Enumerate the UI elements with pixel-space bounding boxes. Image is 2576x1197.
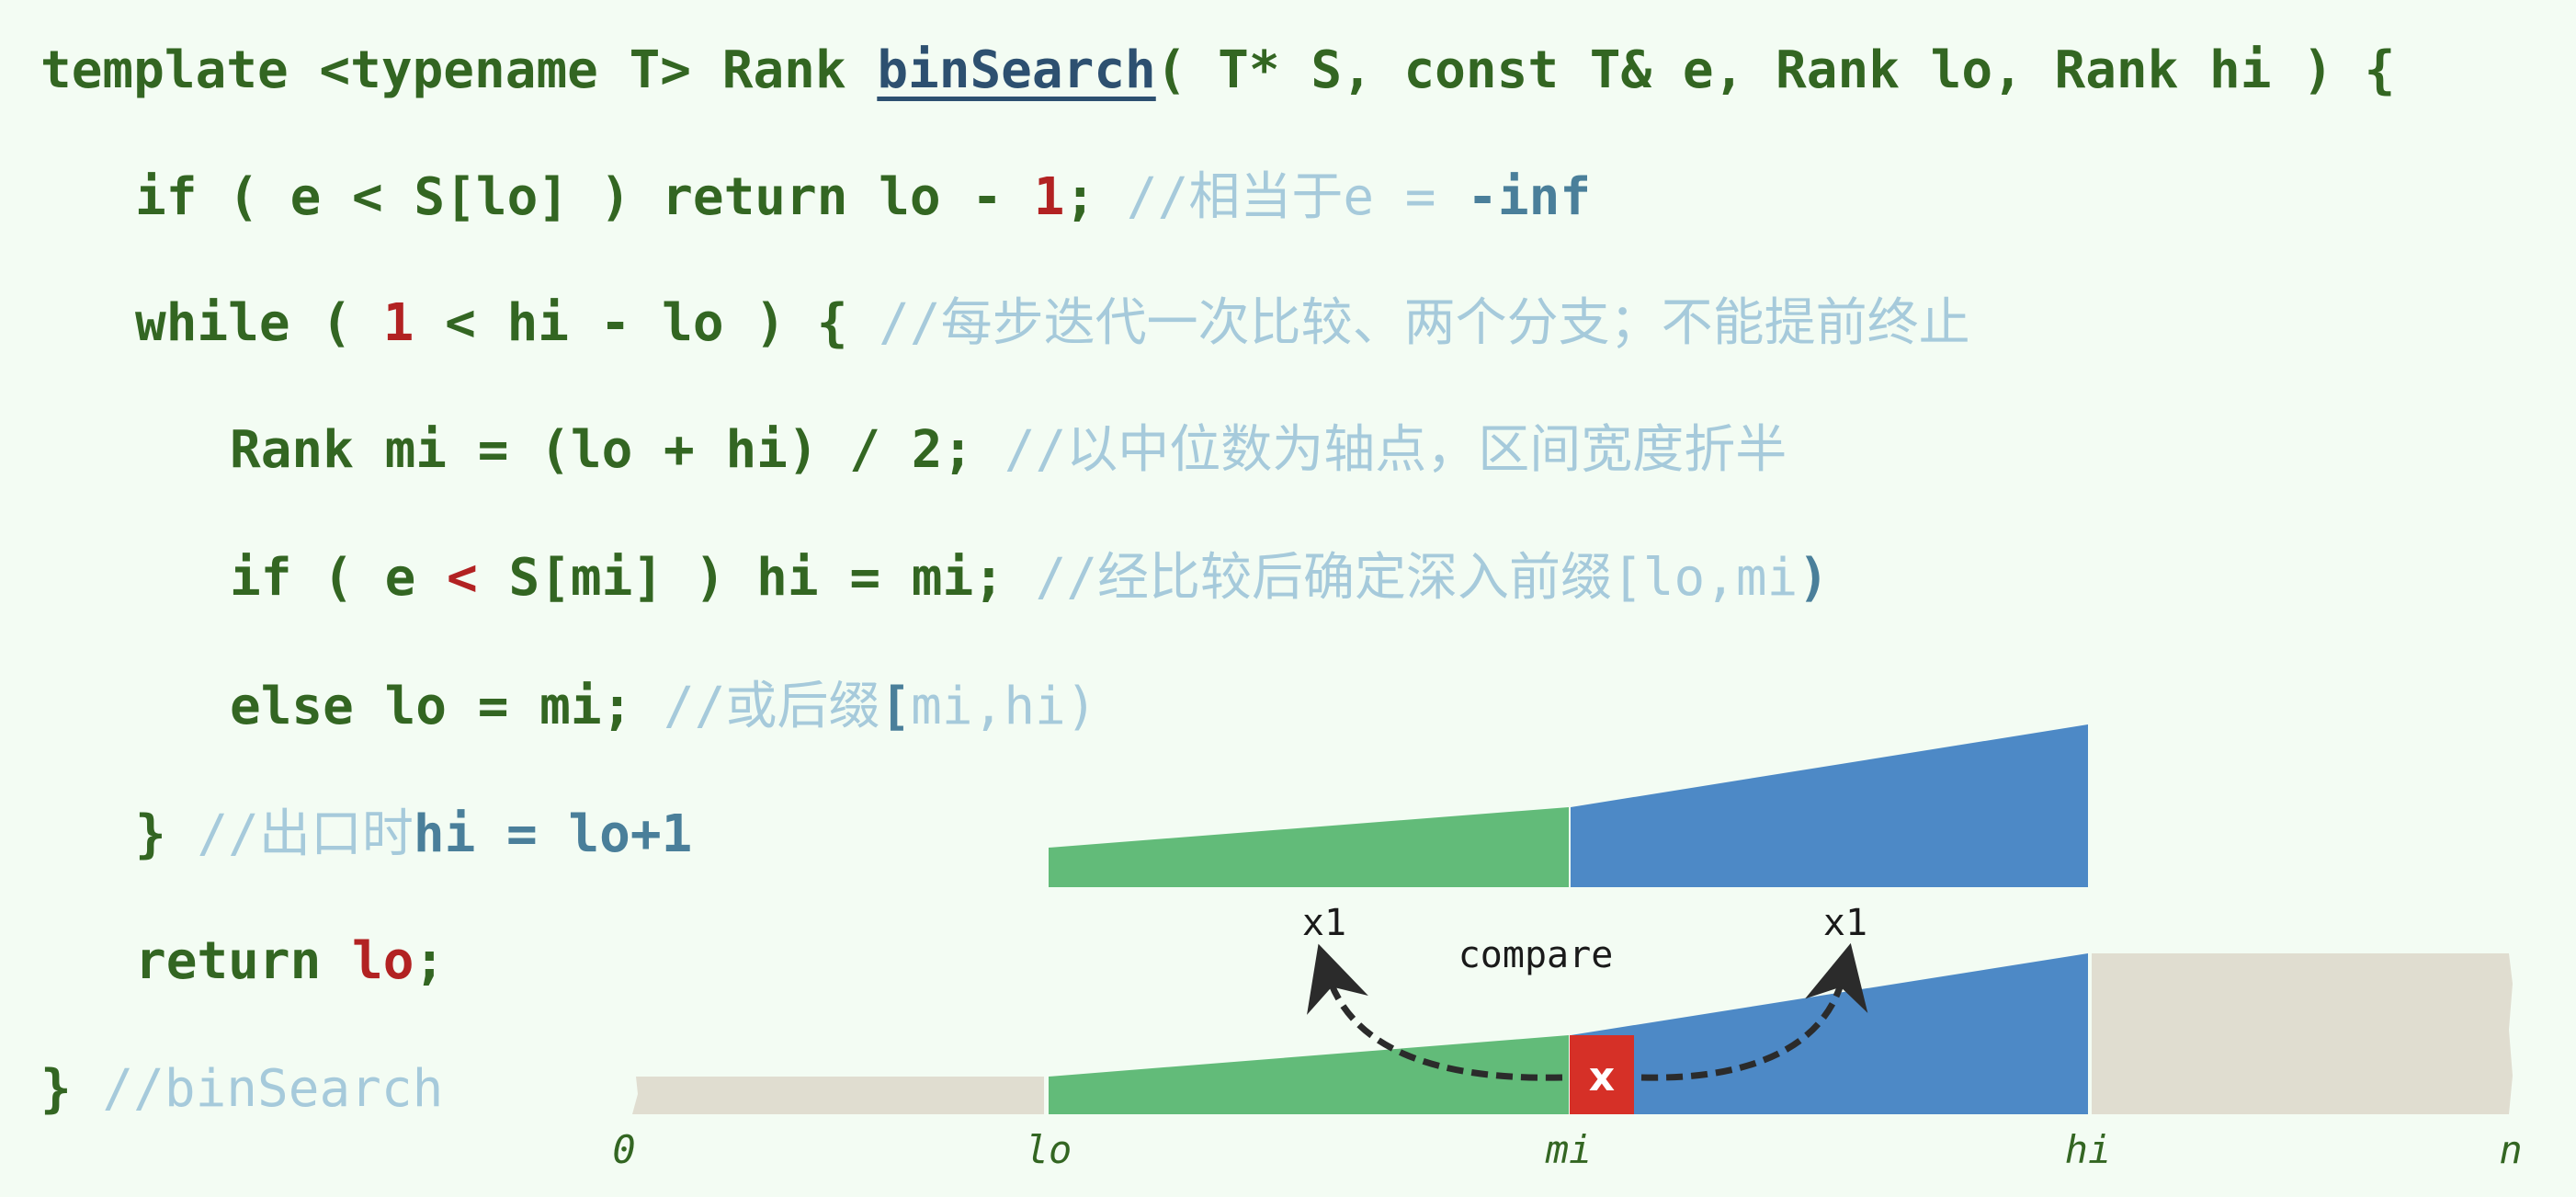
axis-label-lo: lo	[1026, 1127, 1072, 1172]
code-token-cm: //或后缀	[664, 677, 880, 736]
code-line: template <typename T> Rank binSearch( T*…	[40, 34, 2395, 108]
code-token-kw: return	[135, 931, 353, 991]
code-token-kw: }	[40, 1059, 103, 1119]
code-token-cm: mi,hi)	[911, 677, 1097, 736]
code-token-kw: if ( e < S[lo] ) return lo -	[135, 167, 1034, 227]
code-token-kw: while (	[135, 293, 383, 353]
compare-arrow-left	[1307, 943, 1563, 1081]
code-line: Rank mi = (lo + hi) / 2; //以中位数为轴点，区间宽度折…	[230, 414, 1787, 487]
code-token-hl: hi = lo+1	[413, 804, 693, 864]
code-token-kw: < hi - lo ) {	[414, 293, 879, 353]
code-token-num: 1	[382, 293, 414, 353]
code-token-hl: [	[879, 677, 912, 736]
code-token-kw: Rank mi = (lo + hi) / 2;	[230, 420, 1004, 480]
code-line: } //出口时hi = lo+1	[135, 798, 692, 872]
code-line: if ( e < S[mi] ) hi = mi; //经比较后确定深入前缀[l…	[230, 542, 1829, 615]
code-line: if ( e < S[lo] ) return lo - 1; //相当于e =…	[135, 161, 1591, 234]
code-token-hl: -inf	[1467, 167, 1592, 227]
axis-label-hi: hi	[2065, 1127, 2112, 1172]
bottom-prefix-region	[1049, 1035, 1569, 1114]
code-line: else lo = mi; //或后缀[mi,hi)	[230, 670, 1096, 744]
axis-label-n: n	[2499, 1127, 2522, 1172]
compare-label: compare	[1458, 934, 1614, 976]
code-token-kw: ;	[1064, 167, 1127, 227]
code-token-num: <	[447, 548, 478, 608]
code-line: } //binSearch	[40, 1053, 443, 1126]
code-token-num: 1	[1033, 167, 1065, 227]
code-token-num: lo	[352, 931, 414, 991]
code-token-cm: //相当于e =	[1126, 167, 1468, 227]
code-token-cm: //binSearch	[102, 1059, 444, 1119]
pivot-element	[1570, 1035, 1634, 1114]
axis-label-zero: 0	[612, 1127, 635, 1172]
bottom-suffix-region	[1571, 953, 2088, 1114]
code-line: while ( 1 < hi - lo ) { //每步迭代一次比较、两个分支；…	[135, 287, 1970, 360]
code-line: return lo;	[135, 925, 445, 998]
pivot-label: x	[1589, 1054, 1615, 1100]
right-count-label: x1	[1823, 902, 1867, 944]
left-count-label: x1	[1302, 902, 1346, 944]
code-token-kw: ( T* S, const T& e, Rank lo, Rank hi ) {	[1155, 40, 2396, 100]
code-token-kw: template <typename T> Rank	[40, 40, 878, 100]
code-token-kw: ;	[414, 931, 446, 991]
right-outside-region	[2092, 953, 2513, 1114]
code-token-cm: //经比较后确定深入前缀[lo,mi	[1035, 548, 1799, 608]
code-token-kw: }	[135, 804, 198, 864]
code-token-fn: binSearch	[877, 40, 1156, 100]
axis-label-mi: mi	[1545, 1127, 1593, 1172]
top-prefix-region	[1049, 807, 1569, 887]
code-token-kw: else lo = mi;	[230, 677, 664, 736]
code-token-hl: )	[1798, 548, 1830, 608]
top-suffix-region	[1571, 724, 2088, 887]
left-outside-region	[632, 1077, 1044, 1114]
code-token-cm: //出口时	[197, 804, 414, 864]
code-token-cm: //每步迭代一次比较、两个分支；不能提前终止	[879, 293, 1970, 353]
code-token-cm: //以中位数为轴点，区间宽度折半	[1004, 420, 1787, 480]
code-token-kw: if ( e	[230, 548, 448, 608]
code-token-kw: S[mi] ) hi = mi;	[477, 548, 1036, 608]
